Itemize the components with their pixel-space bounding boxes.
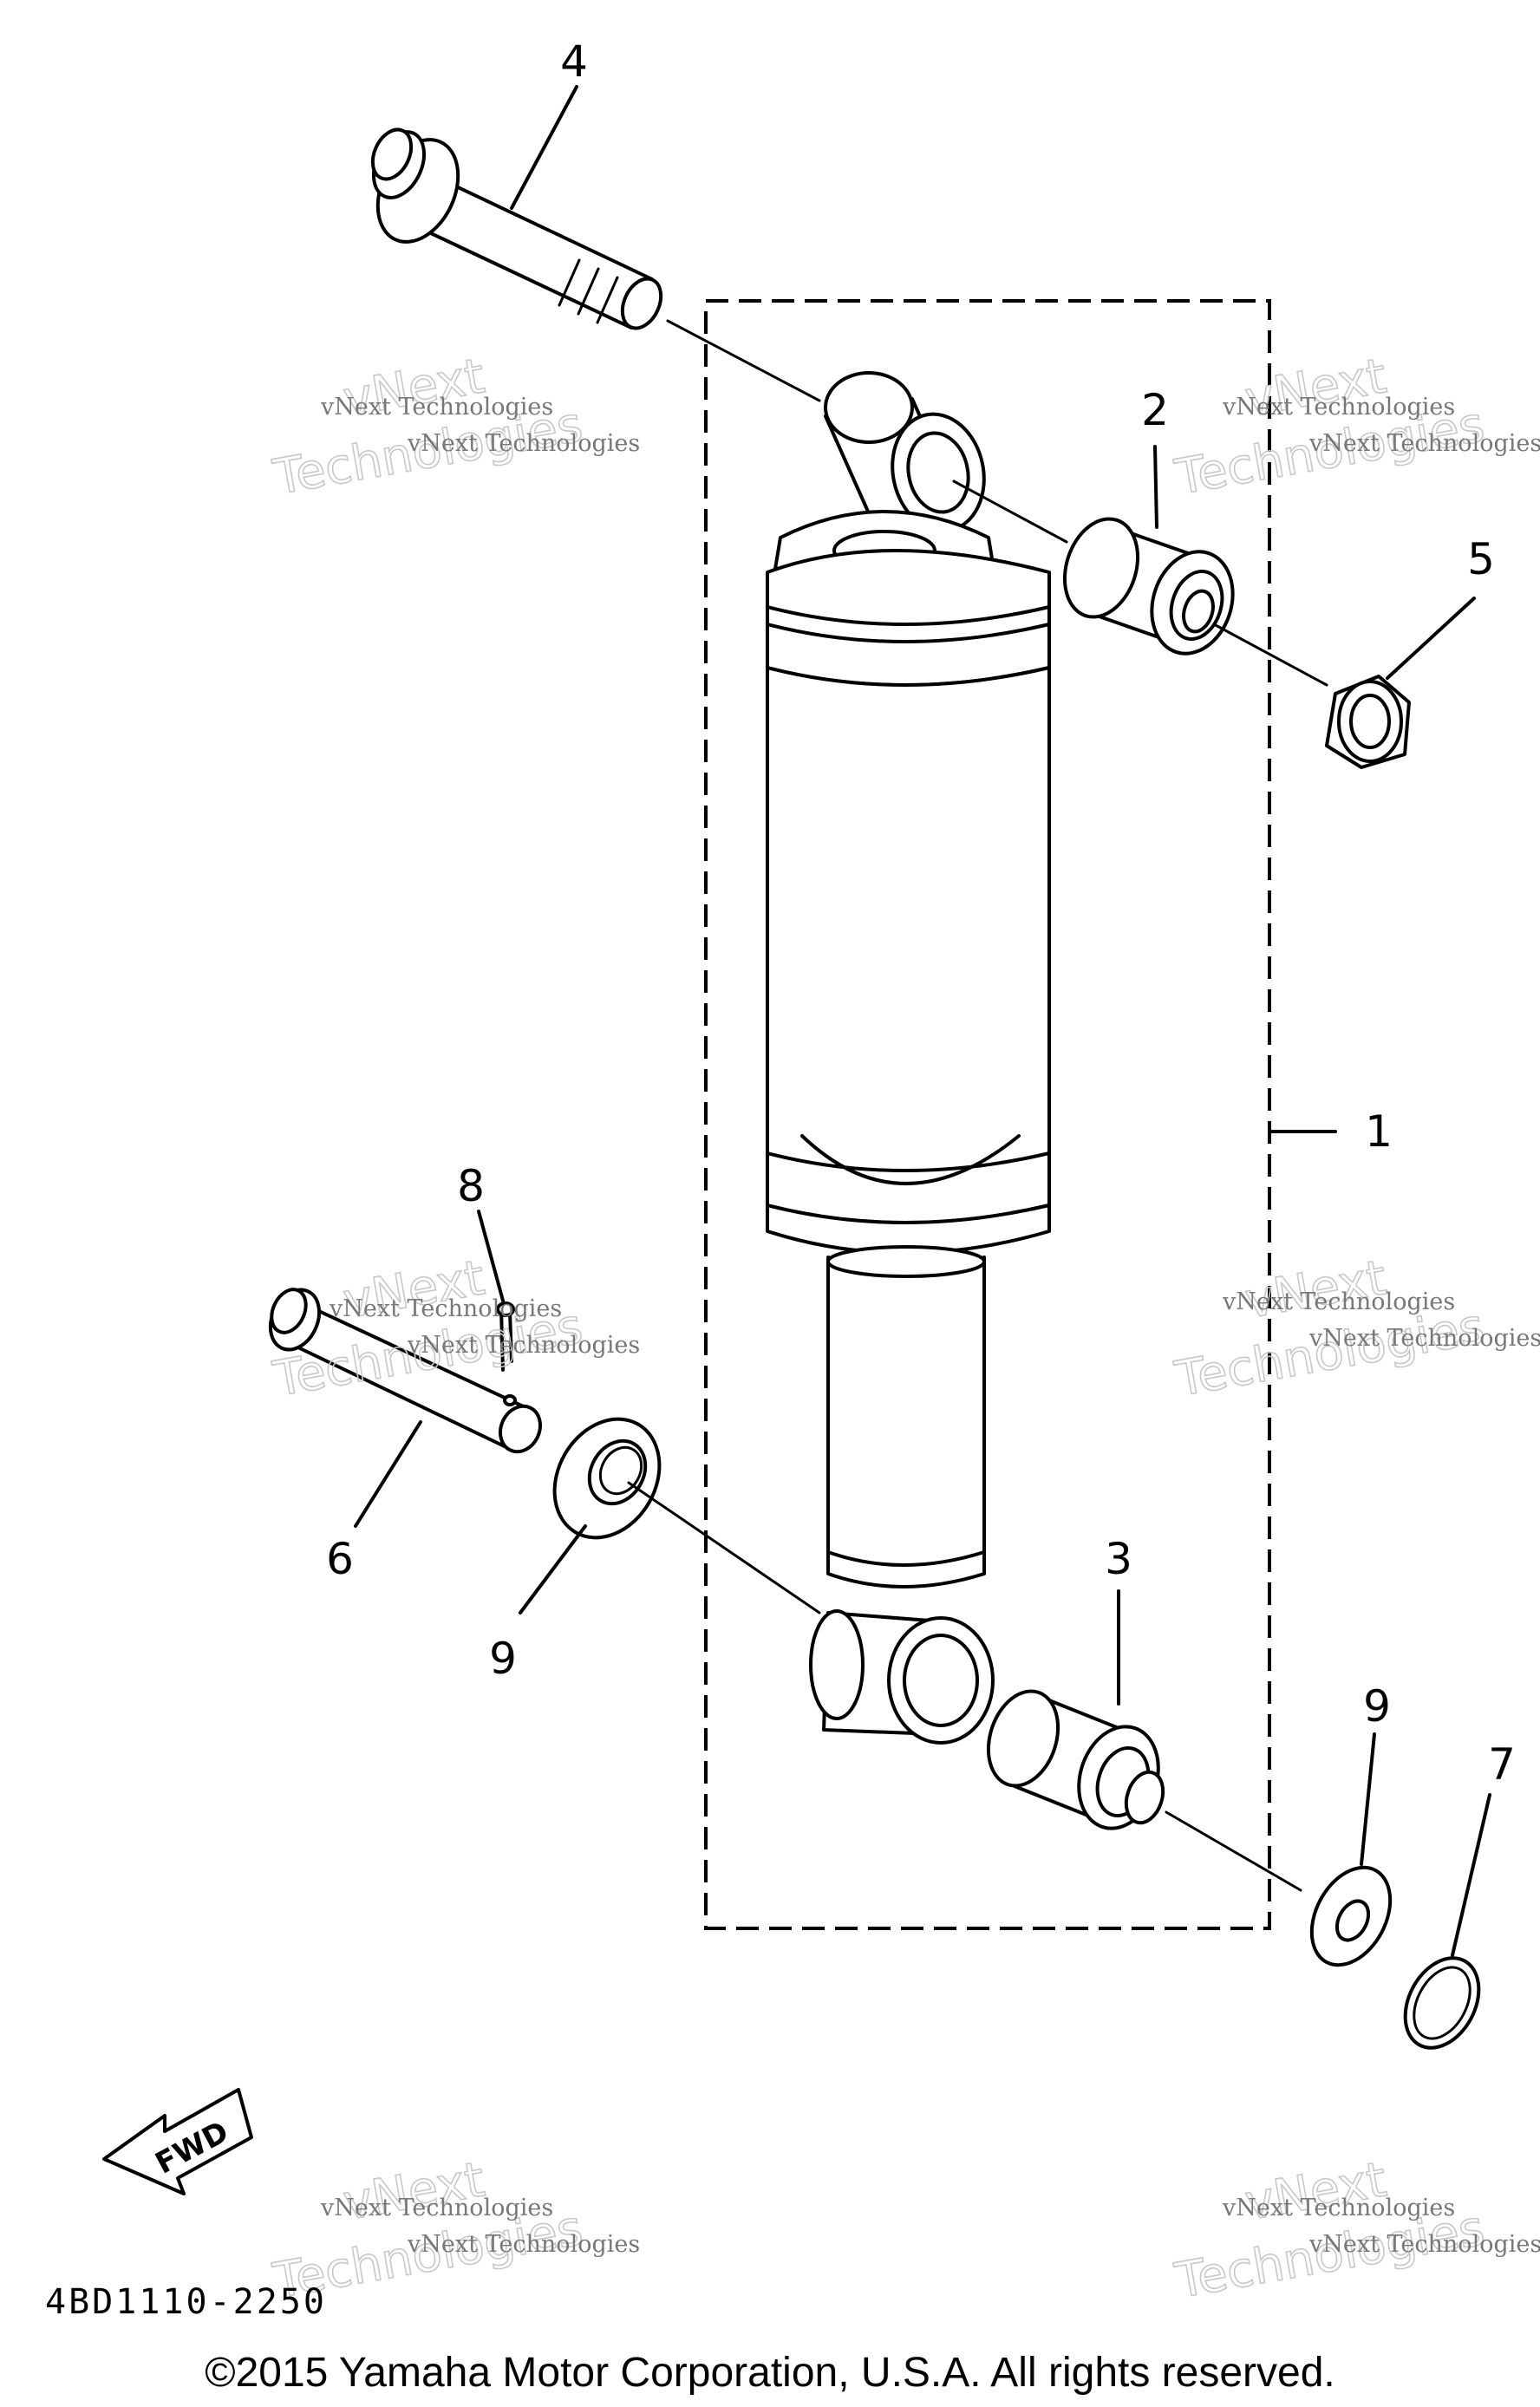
watermark-top-right: vNext Technologies vNext Technologies vN…	[1170, 348, 1540, 507]
cotter-pin-part-8	[496, 1301, 515, 1372]
svg-text:vNext Technologies: vNext Technologies	[329, 1295, 562, 1322]
bushing-part-2	[1062, 517, 1235, 656]
bushing-part-3	[986, 1689, 1165, 1830]
svg-text:vNext Technologies: vNext Technologies	[1308, 2231, 1540, 2258]
callout-7: 7	[1488, 1739, 1516, 1790]
svg-text:vNext Technologies: vNext Technologies	[320, 2195, 553, 2221]
watermark-top-left: vNext Technologies vNext Technologies vN…	[268, 348, 640, 507]
svg-text:vNext Technologies: vNext Technologies	[407, 1332, 640, 1359]
leader-9-left	[519, 1524, 587, 1614]
callout-4: 4	[560, 36, 588, 87]
watermark-bottom-right: vNext Technologies vNext Technologies vN…	[1170, 2151, 1540, 2311]
svg-text:vNext Technologies: vNext Technologies	[407, 430, 640, 457]
bolt-part-4	[370, 127, 663, 330]
leader-2	[1153, 445, 1158, 529]
leader-9-right	[1360, 1732, 1376, 1866]
fwd-arrow-icon: FWD	[102, 2088, 253, 2195]
svg-text:vNext Technologies: vNext Technologies	[320, 394, 553, 421]
washer-part-9-left	[552, 1417, 662, 1540]
axis-line-right-top	[1212, 623, 1328, 687]
copyright-text: ©2015 Yamaha Motor Corporation, U.S.A. A…	[205, 2350, 1335, 2396]
shim-part-7	[1403, 1956, 1481, 2050]
diagram-code: 4BD1110-2250	[45, 2282, 327, 2322]
leader-6	[354, 1420, 422, 1528]
callout-5: 5	[1467, 534, 1495, 584]
callout-8: 8	[457, 1161, 485, 1211]
callout-2: 2	[1141, 385, 1169, 435]
leader-7	[1451, 1793, 1491, 1957]
callout-6: 6	[326, 1534, 354, 1584]
svg-text:vNext Technologies: vNext Technologies	[1222, 2195, 1455, 2221]
leader-8	[477, 1210, 505, 1302]
callout-9-left: 9	[489, 1634, 517, 1684]
svg-text:vNext Technologies: vNext Technologies	[1222, 1288, 1455, 1315]
leader-5	[1386, 597, 1476, 680]
leader-4	[510, 85, 578, 210]
axis-line-mid-top	[952, 479, 1068, 544]
watermark-mid-right: vNext Technologies vNext Technologies vN…	[1170, 1249, 1540, 1409]
svg-text:vNext Technologies: vNext Technologies	[1222, 394, 1455, 421]
axis-line-top	[666, 319, 821, 402]
washer-part-9-right	[1309, 1865, 1393, 1967]
callout-9-right: 9	[1363, 1681, 1391, 1732]
nut-part-5	[1325, 675, 1411, 769]
callout-3: 3	[1105, 1534, 1132, 1584]
shock-absorber	[766, 371, 1051, 1745]
axis-line-bottom	[627, 1481, 821, 1614]
svg-text:vNext Technologies: vNext Technologies	[407, 2231, 640, 2258]
svg-text:vNext Technologies: vNext Technologies	[1308, 1325, 1540, 1352]
axis-line-right-bottom	[1165, 1810, 1302, 1892]
assembly-dashed-box	[704, 299, 1271, 1930]
svg-text:vNext Technologies: vNext Technologies	[1308, 430, 1540, 457]
callout-1: 1	[1365, 1106, 1393, 1157]
pin-part-6	[268, 1288, 542, 1454]
